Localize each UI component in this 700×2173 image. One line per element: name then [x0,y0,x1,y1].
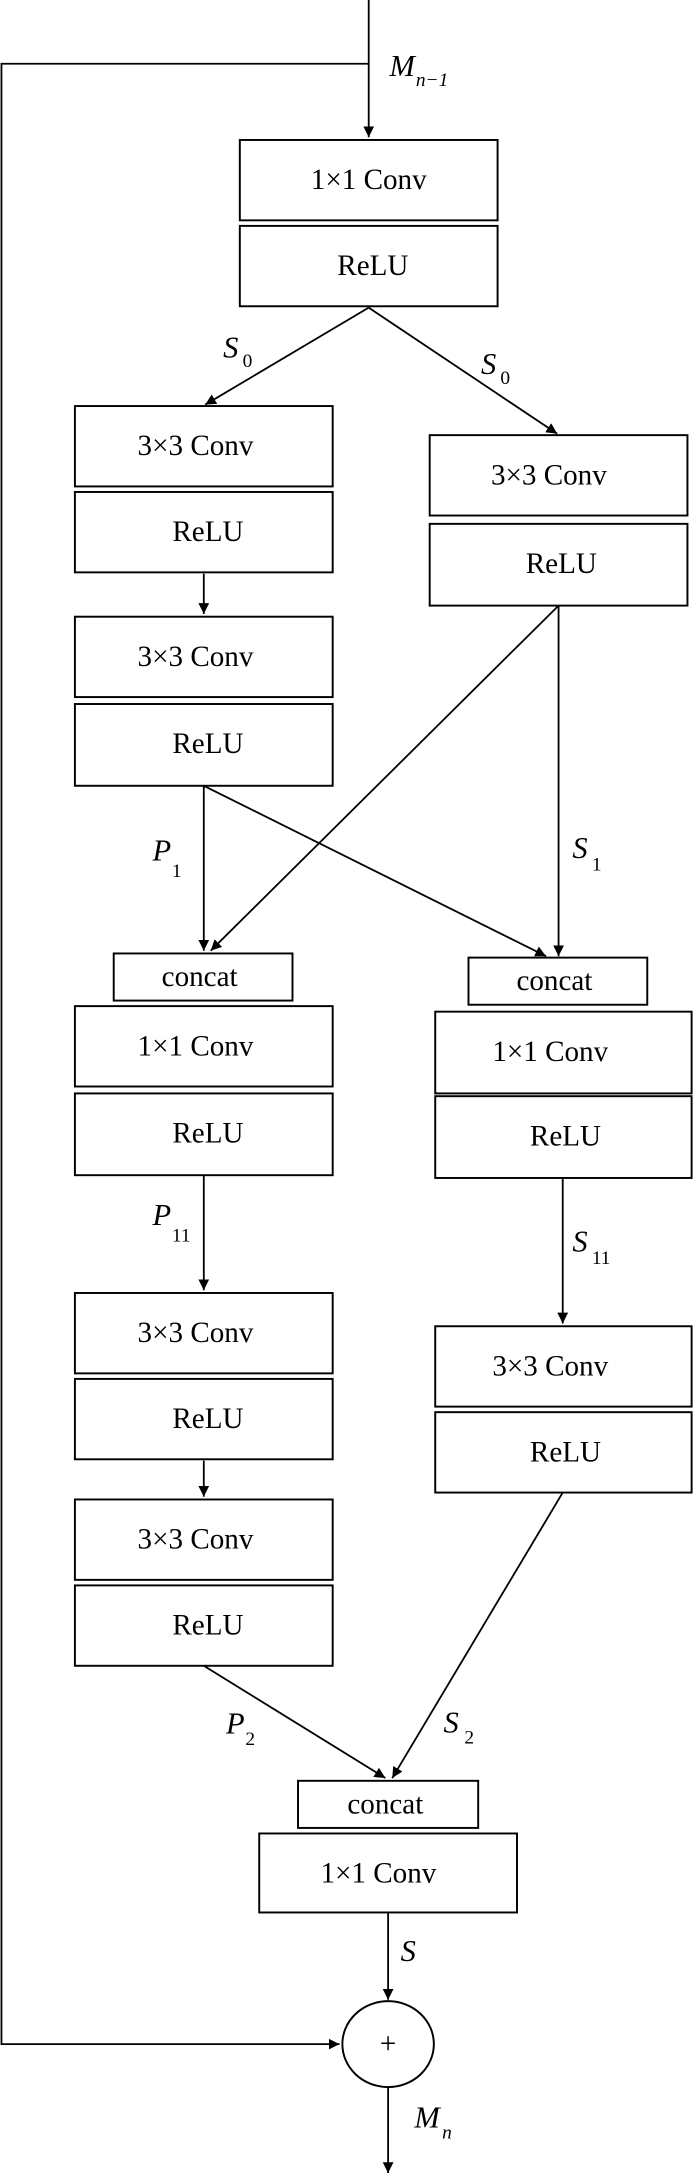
node-label: ReLU [337,250,408,282]
edge-skip-connection [0,62,369,2050]
node-left-conv3-a: 3×3 Conv [73,405,334,488]
svg-text:S: S [572,831,587,865]
node-label: ReLU [172,516,243,548]
node-label: 1×1 Conv [138,1030,254,1062]
node-label: concat [516,965,592,997]
node-right-relu-a: ReLU [428,522,689,607]
node-left-conv3-b: 3×3 Conv [73,615,334,699]
svg-text:M: M [388,49,416,83]
svg-text:S: S [223,331,238,365]
svg-text:P: P [152,1198,172,1232]
edge-p2 [203,1665,386,1779]
node-final-conv1x1: 1×1 Conv [258,1832,518,1914]
node-right-relu-b: ReLU [434,1411,693,1494]
node-label: 3×3 Conv [138,641,254,673]
svg-text:S: S [401,1934,416,1968]
node-label: concat [347,1788,423,1820]
node-label: ReLU [172,1403,243,1435]
node-right-relu-c: ReLU [434,1095,693,1179]
node-left-relu-e: ReLU [73,1584,334,1667]
node-label: ReLU [172,1118,243,1150]
node-label: 1×1 Conv [320,1858,436,1890]
svg-text:n−1: n−1 [416,70,448,91]
svg-text:0: 0 [500,368,510,389]
node-left-relu-a: ReLU [73,491,334,574]
svg-text:S: S [572,1224,587,1258]
plus-icon: + [380,2028,396,2060]
svg-text:0: 0 [243,351,253,372]
svg-text:M: M [413,2100,441,2134]
node-left-relu-c: ReLU [73,1092,334,1177]
edge-s2 [391,1492,564,1779]
svg-text:S: S [444,1705,459,1739]
node-relu-in: ReLU [238,224,499,308]
edge-right-to-left-concat [210,604,560,952]
node-left-conv3-d: 3×3 Conv [73,1498,334,1581]
edge-left-to-right-concat [203,784,547,958]
node-right-concat: concat [467,956,649,1006]
svg-text:1: 1 [592,854,602,875]
node-label: 1×1 Conv [311,164,427,196]
node-label: ReLU [526,548,597,580]
node-right-conv3-b: 3×3 Conv [434,1325,693,1408]
node-label: 3×3 Conv [492,1350,608,1382]
node-label: ReLU [530,1120,601,1152]
node-label: ReLU [530,1436,601,1468]
svg-text:11: 11 [172,1226,191,1247]
node-final-concat: concat [297,1779,480,1829]
node-left-conv1x1: 1×1 Conv [73,1005,334,1088]
node-right-conv1x1: 1×1 Conv [434,1010,693,1095]
edges [0,0,569,2173]
svg-text:2: 2 [245,1729,255,1750]
node-left-relu-b: ReLU [73,703,334,787]
label-p1: P1 [152,834,182,883]
node-left-conv3-c: 3×3 Conv [73,1292,334,1375]
svg-text:n: n [442,2122,452,2143]
svg-text:1: 1 [172,861,182,882]
svg-text:P: P [152,834,172,868]
node-label: concat [162,961,238,993]
node-conv1x1-in: 1×1 Conv [238,138,499,222]
node-label: 3×3 Conv [491,459,607,491]
svg-text:S: S [481,347,496,381]
svg-text:P: P [225,1707,245,1741]
svg-text:2: 2 [464,1727,474,1748]
node-label: 1×1 Conv [492,1036,608,1068]
edge-s0-left [204,306,370,406]
node-left-concat: concat [112,952,294,1002]
edge-s0-right [368,306,558,435]
label-p11: P11 [152,1198,191,1247]
node-label: 3×3 Conv [138,1524,254,1556]
node-label: 3×3 Conv [138,430,254,462]
node-label: ReLU [172,1610,243,1642]
node-label: 3×3 Conv [138,1317,254,1349]
node-right-conv3-a: 3×3 Conv [428,434,689,517]
svg-text:11: 11 [592,1248,611,1269]
node-sum: + [341,2000,435,2089]
nodes: 1×1 Conv ReLU 3×3 Conv ReLU 3×3 Conv ReL… [73,138,693,2089]
node-label: ReLU [172,728,243,760]
node-left-relu-d: ReLU [73,1377,334,1461]
label-s: S [401,1934,416,1968]
